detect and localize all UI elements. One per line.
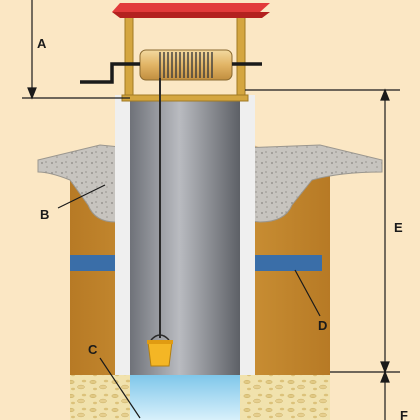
label-b: B xyxy=(40,207,49,222)
water-column xyxy=(130,375,240,420)
leader-c xyxy=(99,357,141,419)
concrete-cap-left xyxy=(37,144,131,223)
leader-b xyxy=(57,184,106,209)
label-d: D xyxy=(318,318,327,333)
label-a: A xyxy=(37,36,47,51)
roof-top xyxy=(112,3,270,12)
concrete-cap-right xyxy=(239,144,383,223)
label-f: F xyxy=(400,408,408,420)
seal-band-right xyxy=(245,255,322,271)
roof-edge xyxy=(112,12,270,18)
leader-d xyxy=(294,269,321,317)
crank-handle xyxy=(80,62,140,84)
bucket xyxy=(147,334,173,367)
winch-drum xyxy=(139,49,233,81)
dimension-e xyxy=(245,88,400,420)
label-e: E xyxy=(394,220,403,235)
casing-pipe xyxy=(130,95,240,375)
label-c: C xyxy=(88,342,98,357)
dimension-a xyxy=(22,0,130,100)
